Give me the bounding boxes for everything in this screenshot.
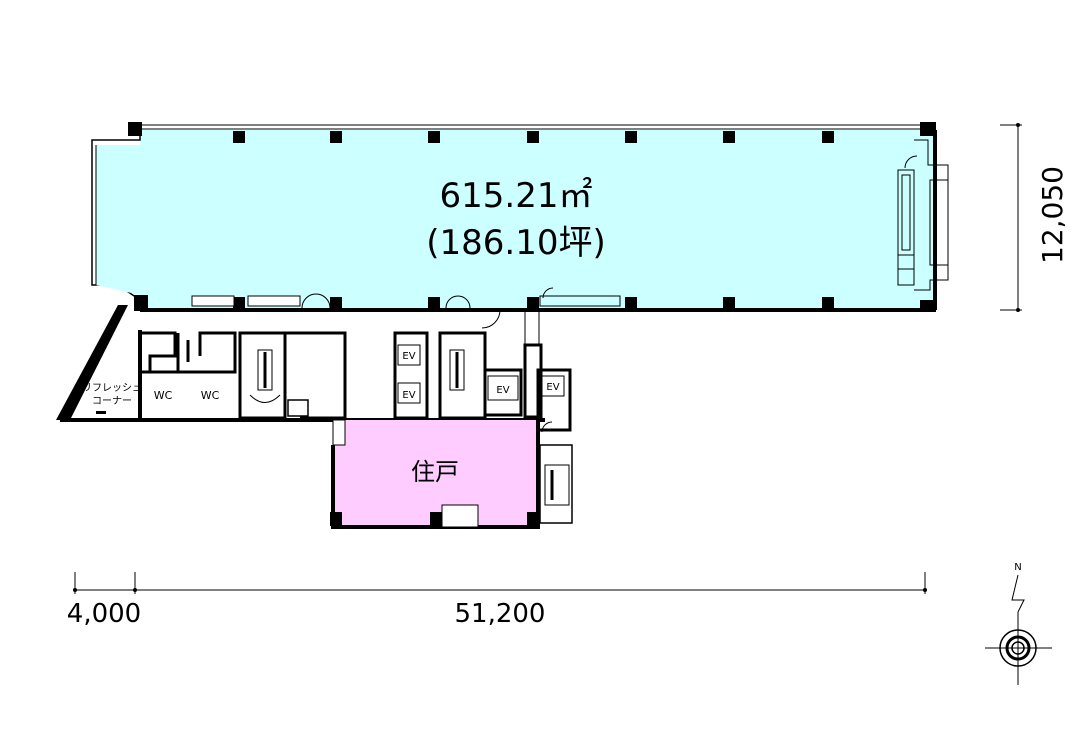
- refresh-corner-label-2: コーナー: [92, 395, 132, 407]
- wc-label-1: WC: [154, 389, 173, 402]
- columns-bottom: [233, 297, 834, 309]
- ev-label-4: EV: [546, 382, 559, 393]
- wc-label-2: WC: [201, 389, 220, 402]
- residence-label: 住戸: [411, 458, 459, 486]
- dimension-depth: 12,050: [1000, 123, 1069, 312]
- office-area-tsubo: (186.10坪): [426, 223, 606, 263]
- refresh-corner-label-1: リフレッシュ: [82, 383, 142, 394]
- stair-1: [249, 349, 281, 403]
- ev-label-2: EV: [402, 390, 415, 401]
- left-offset-dimension-label: 4,000: [67, 599, 141, 629]
- residence-unit: 住戸: [330, 419, 573, 529]
- stair-2: [438, 331, 487, 420]
- office-fill: [140, 130, 935, 310]
- width-dimension-label: 51,200: [455, 599, 546, 629]
- right-stair: [897, 139, 949, 291]
- depth-dimension-label: 12,050: [1036, 166, 1069, 264]
- ev-label-3: EV: [496, 385, 509, 396]
- core-area: リフレッシュ コーナー WC WC EV EV EV EV: [56, 305, 572, 433]
- office-area: 615.21㎡ (186.10坪): [91, 122, 949, 312]
- ev-label-1: EV: [402, 351, 415, 362]
- office-area-m2: 615.21㎡: [440, 176, 593, 216]
- columns-top: [233, 131, 834, 143]
- north-arrow-icon: N: [985, 562, 1052, 685]
- compass-north-label: N: [1014, 562, 1021, 573]
- residence-fill: [333, 420, 538, 525]
- dimension-width: 4,000 51,200: [67, 572, 927, 629]
